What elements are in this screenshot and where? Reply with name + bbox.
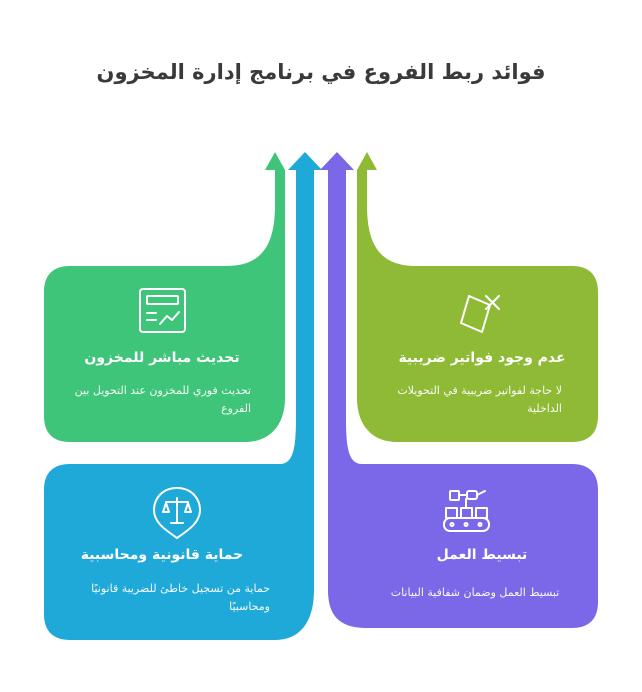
card-blue-title: حماية قانونية ومحاسبية — [80, 547, 244, 563]
card-blue-shape — [44, 152, 322, 640]
crossed-document-icon — [460, 295, 500, 333]
scales-shield-icon — [153, 487, 201, 539]
conveyor-robot-icon — [443, 490, 490, 532]
card-olive-shape — [357, 152, 598, 442]
card-blue-desc: حماية من تسجيل خاطئ للضريبة قانونيًا ومح… — [91, 582, 270, 613]
card-green-title: تحديث مباشر للمخزون — [84, 350, 240, 366]
card-olive-desc: لا حاجة لفواتير ضريبية في التحويلات الدا… — [397, 384, 562, 415]
card-olive-title: عدم وجود فواتير ضريبية — [398, 350, 566, 366]
page-title: فوائد ربط الفروع في برنامج إدارة المخزون — [96, 60, 546, 84]
card-green-desc: تحديث فوري للمخزون عند التحويل بين الفرو… — [74, 384, 251, 415]
chart-report-icon — [139, 288, 186, 333]
card-purple-shape — [320, 152, 598, 628]
card-purple-title: تبسيط العمل — [436, 547, 528, 563]
card-purple-desc: تبسيط العمل وضمان شفافية البيانات — [390, 586, 560, 599]
